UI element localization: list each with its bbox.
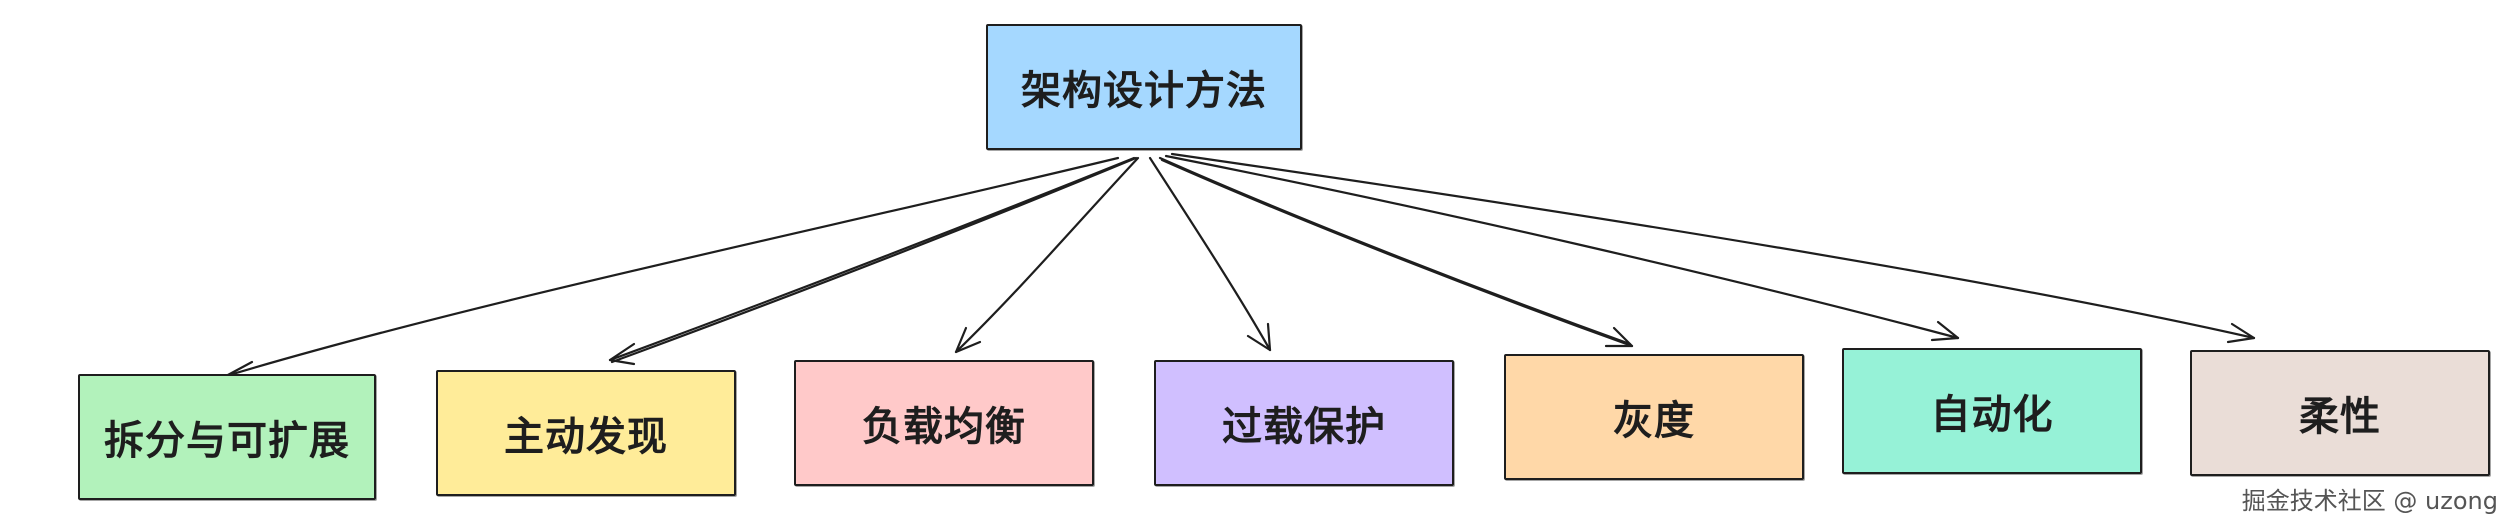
edge-root-to-child-5 [1158, 156, 1634, 348]
edge-root-to-child-2 [608, 156, 1138, 366]
edge-root-to-child-4 [1148, 156, 1272, 352]
edge-root-to-child-1 [224, 156, 1120, 388]
edge-root-to-child-3 [954, 156, 1140, 354]
child-node-2: 主动发现 [436, 370, 736, 496]
child-node-4: 过载保护 [1154, 360, 1454, 486]
child-node-3: 负载均衡 [794, 360, 1094, 486]
root-node: 架构设计方法 [986, 24, 1302, 150]
edge-root-to-child-6 [1164, 154, 1960, 342]
child-node-5: 灰度 [1504, 354, 1804, 480]
child-node-6: 自动化 [1842, 348, 2142, 474]
watermark-text: 掘金技术社区 @ uzong [2241, 487, 2498, 515]
child-node-7: 柔性 [2190, 350, 2490, 476]
edge-root-to-child-7 [1170, 152, 2256, 344]
child-node-1: 拆分与可扩展 [78, 374, 376, 500]
